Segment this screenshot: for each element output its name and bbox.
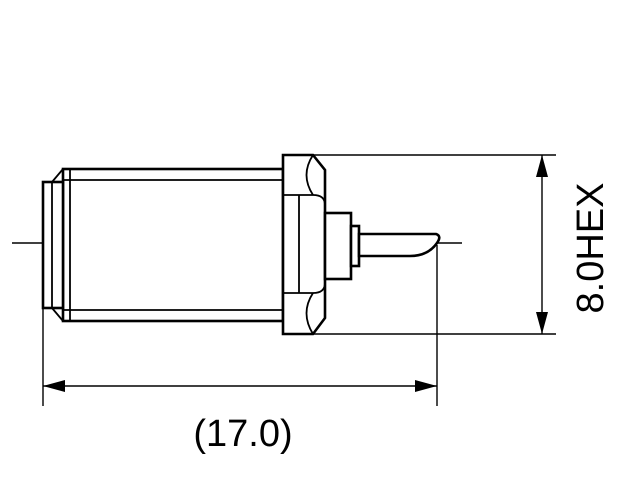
- hex-nut: [281, 153, 327, 336]
- length-dimension-line: [43, 380, 437, 392]
- threaded-barrel: [41, 167, 285, 323]
- hex-dimension-line: [536, 155, 548, 334]
- hex-dimension-label: 8.0HEX: [570, 183, 612, 314]
- center-pin: [357, 232, 441, 258]
- neck-collar: [323, 211, 361, 281]
- length-dimension-label: (17.0): [193, 413, 292, 455]
